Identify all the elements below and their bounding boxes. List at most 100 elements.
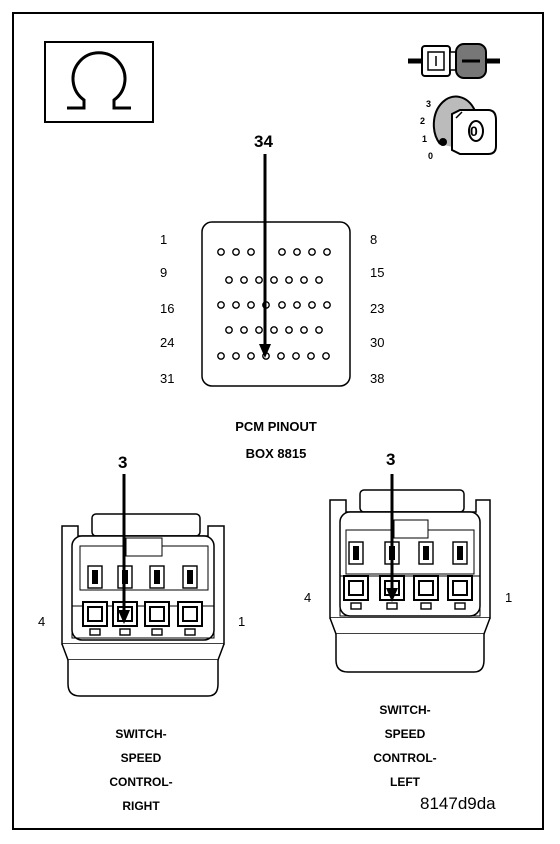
ignition-position-2: 2 [420, 116, 426, 126]
pcm-connector [201, 154, 351, 387]
terminal-cavity-inner [418, 580, 434, 596]
caption-line: SWITCH- [115, 727, 167, 741]
pcm-callout-number: 34 [254, 132, 273, 151]
caption-line: CONTROL- [109, 775, 173, 789]
terminal-cavity-inner [87, 606, 103, 622]
pcm-pin [285, 276, 293, 284]
figure-id: 8147d9da [420, 794, 496, 813]
pcm-title-line1: PCM PINOUT [235, 419, 317, 434]
pcm-pin [232, 352, 240, 360]
pcm-pin [315, 276, 323, 284]
ignition-key-label: 0 [470, 123, 478, 139]
connector-right-callout: 3 [118, 453, 128, 472]
pcm-pin [278, 301, 286, 309]
terminal-key [420, 602, 432, 610]
ohm-icon [44, 41, 154, 123]
connector-right-pin-4: 4 [38, 614, 46, 629]
terminal-latch-slot [457, 546, 463, 560]
terminal-latch-slot [154, 570, 160, 584]
ignition-position-1: 1 [422, 134, 428, 144]
connector-right-terminals [82, 565, 203, 636]
pcm-pin [277, 352, 285, 360]
terminal-key [184, 628, 196, 636]
caption-line: SWITCH- [379, 703, 431, 717]
terminal-cavity-inner [182, 606, 198, 622]
connector-left-pin-1: 1 [505, 590, 513, 605]
connector-right-caption: SWITCH- SPEED CONTROL- RIGHT [86, 722, 196, 818]
switch-connector-right [61, 474, 225, 697]
pcm-pin [285, 326, 293, 334]
connector-left-callout: 3 [386, 450, 396, 469]
pcm-row-label-left: 24 [160, 335, 175, 350]
ignition-position-0: 0 [428, 151, 434, 161]
pcm-pin [307, 352, 315, 360]
pcm-pin [315, 326, 323, 334]
pcm-row-label-right: 38 [370, 371, 385, 386]
terminal-latch-slot [423, 546, 429, 560]
pcm-pin [300, 326, 308, 334]
pcm-pin [255, 276, 263, 284]
pcm-pin [217, 248, 225, 256]
terminal-key [454, 602, 466, 610]
ignition-switch-icon [432, 95, 497, 155]
terminal-latch-slot [92, 570, 98, 584]
pcm-pin [323, 248, 331, 256]
caption-line: CONTROL- [373, 751, 437, 765]
ignition-position-3: 3 [426, 99, 432, 109]
connector-left-caption: SWITCH- SPEED CONTROL- LEFT [350, 698, 460, 794]
pcm-row-label-right: 8 [370, 232, 378, 247]
terminal-latch-slot [187, 570, 193, 584]
pcm-row-label-right: 15 [370, 265, 385, 280]
pcm-pin [225, 276, 233, 284]
pcm-pin [292, 352, 300, 360]
pcm-pin [308, 248, 316, 256]
connector-right-pin-1: 1 [238, 614, 246, 629]
pcm-pin [270, 326, 278, 334]
pcm-pin [323, 301, 331, 309]
pcm-pin [217, 301, 225, 309]
caption-line: LEFT [390, 775, 420, 789]
terminal-key [89, 628, 101, 636]
terminal-cavity-inner [348, 580, 364, 596]
pcm-pin [278, 248, 286, 256]
connector-left-pin-4: 4 [304, 590, 312, 605]
caption-line: SPEED [120, 751, 162, 765]
pcm-pin [247, 248, 255, 256]
pcm-row-label-left: 1 [160, 232, 168, 247]
pcm-row-label-left: 16 [160, 301, 175, 316]
pcm-pin [322, 352, 330, 360]
switch-connector-left [329, 474, 491, 673]
terminal-latch-slot [353, 546, 359, 560]
pcm-pin [225, 326, 233, 334]
pcm-pin [240, 276, 248, 284]
terminal-key [386, 602, 398, 610]
diagram-frame [12, 12, 544, 830]
connector-plug-icon [408, 43, 500, 79]
terminal-key [151, 628, 163, 636]
terminal-key [119, 628, 131, 636]
terminal-key [350, 602, 362, 610]
caption-line: SPEED [384, 727, 426, 741]
pcm-pin [247, 301, 255, 309]
pcm-pin [232, 248, 240, 256]
pcm-pin [232, 301, 240, 309]
pcm-pin [240, 326, 248, 334]
pcm-title-line2: BOX 8815 [245, 446, 307, 461]
pcm-row-label-right: 23 [370, 301, 385, 316]
pcm-pin [300, 276, 308, 284]
pcm-row-label-left: 9 [160, 265, 168, 280]
pcm-pin [270, 276, 278, 284]
caption-line: RIGHT [122, 799, 160, 813]
pcm-pin [293, 248, 301, 256]
pcm-row-label-left: 31 [160, 371, 175, 386]
terminal-cavity-inner [452, 580, 468, 596]
pcm-pin [255, 326, 263, 334]
pcm-pin [293, 301, 301, 309]
pcm-pin [217, 352, 225, 360]
pcm-pin-grid [217, 248, 331, 360]
pcm-pin [308, 301, 316, 309]
pcm-pin [247, 352, 255, 360]
terminal-cavity-inner [149, 606, 165, 622]
pcm-row-label-right: 30 [370, 335, 385, 350]
